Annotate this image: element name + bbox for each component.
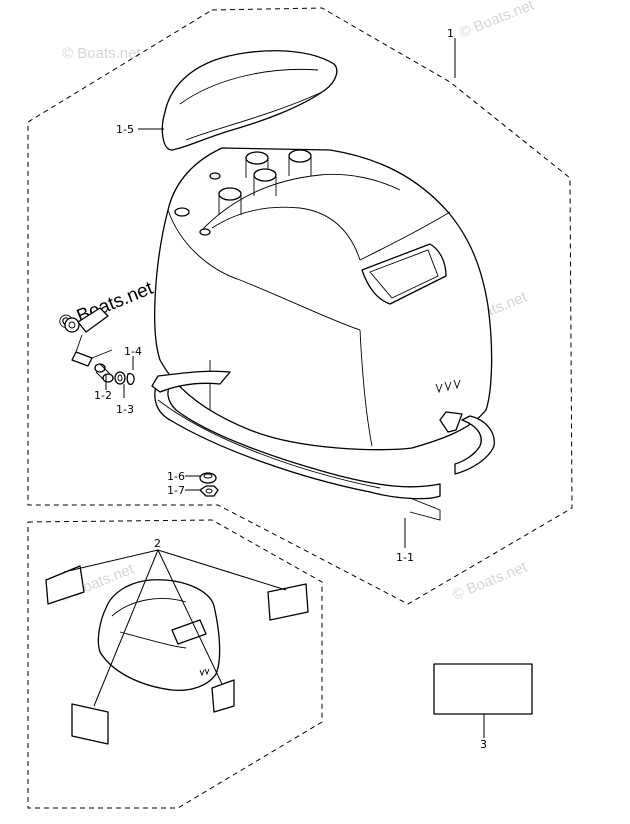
leader-2a — [63, 549, 159, 573]
engine-cover-part — [154, 147, 493, 451]
bushing-part — [94, 363, 114, 383]
label-1-6: 1-6 — [167, 470, 185, 483]
label-3: 3 — [480, 738, 487, 751]
grommet-part — [199, 472, 217, 484]
plate-part — [433, 663, 533, 715]
mini-cover-illustration — [97, 579, 221, 692]
leader-2c — [93, 549, 159, 707]
leader-2b — [157, 549, 287, 591]
label-1-2: 1-2 — [94, 389, 112, 402]
label-2: 2 — [154, 537, 161, 550]
top-cap-part — [161, 50, 338, 151]
clip-part — [126, 373, 135, 386]
nut-part — [199, 485, 219, 497]
watermark-lower-right: © Boats.net — [450, 558, 530, 604]
label-1: 1 — [447, 27, 454, 40]
label-1-3: 1-3 — [116, 403, 134, 416]
leader-2d — [157, 549, 223, 685]
label-1-7: 1-7 — [167, 484, 185, 497]
bottom-seal-part — [151, 370, 495, 521]
decal-bottom-right — [211, 679, 235, 713]
label-1-4: 1-4 — [124, 345, 142, 358]
watermark-top-left: © Boats.net — [62, 45, 141, 62]
washer-part — [114, 371, 126, 385]
watermark-top-right: © Boats.net — [457, 0, 537, 42]
label-1-5: 1-5 — [116, 123, 134, 136]
decal-bottom-left — [71, 703, 109, 745]
assembly-1-boundary — [27, 7, 573, 605]
lever-part — [64, 307, 113, 367]
decal-right-top — [267, 583, 309, 621]
decal-set-boundary — [27, 519, 323, 809]
label-1-1: 1-1 — [396, 551, 414, 564]
